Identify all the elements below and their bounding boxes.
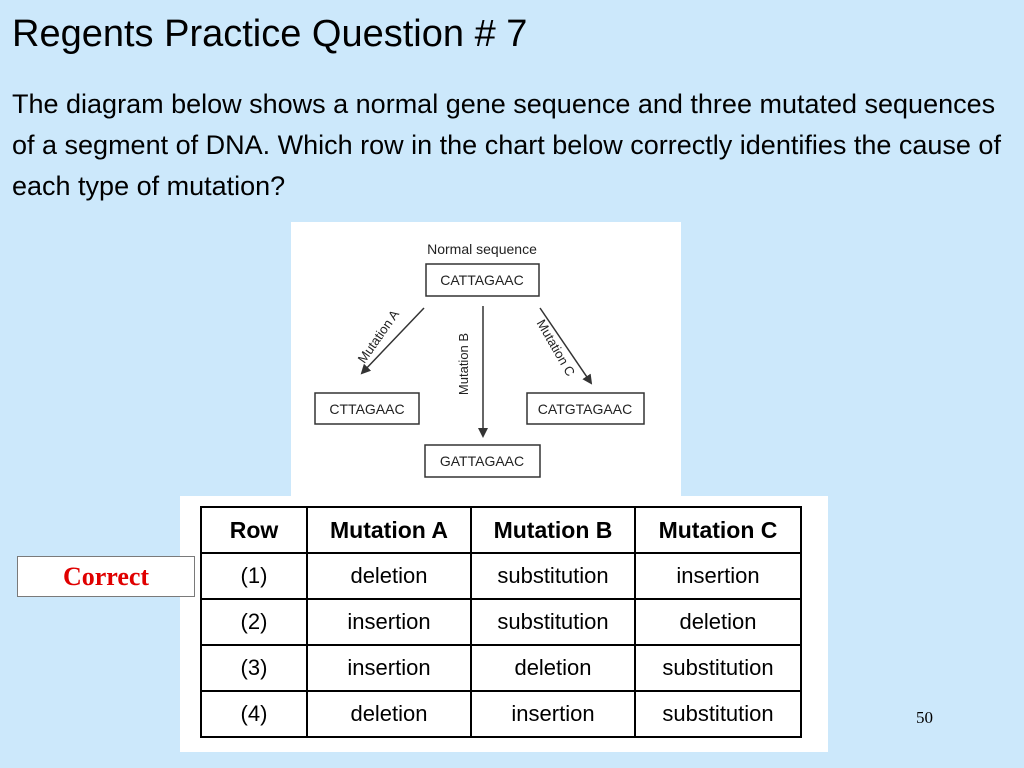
mutation-c-arrow	[539, 307, 593, 385]
mutation-c-cell: insertion	[634, 552, 802, 600]
mutation-b-result-box	[424, 444, 541, 478]
mutation-c-result-text: CATGTAGAAC	[538, 401, 632, 417]
row-number: (1)	[200, 552, 308, 600]
mutation-a-cell: deletion	[306, 690, 472, 738]
mutation-a-cell: deletion	[306, 552, 472, 600]
mutation-b-label: Mutation B	[456, 333, 471, 395]
row-number: (3)	[200, 644, 308, 692]
mutation-a-result-text: CTTAGAAC	[329, 401, 404, 417]
table-row: (1) deletion substitution insertion	[200, 552, 802, 600]
mutation-b-cell: insertion	[470, 690, 636, 738]
table-header-row: Row Mutation A Mutation B Mutation C	[200, 506, 802, 554]
mutation-a-cell: insertion	[306, 644, 472, 692]
answer-table: Row Mutation A Mutation B Mutation C (1)…	[200, 506, 802, 738]
header-mutation-c: Mutation C	[634, 506, 802, 554]
mutation-b-cell: deletion	[470, 644, 636, 692]
mutation-c-result-box	[526, 392, 645, 425]
question-text: The diagram below shows a normal gene se…	[12, 89, 1001, 201]
mutation-a-result-box	[314, 392, 420, 425]
mutation-c-cell: deletion	[634, 598, 802, 646]
mutation-c-label: Mutation C	[534, 317, 578, 379]
page-number: 50	[916, 708, 933, 727]
mutation-c-cell: substitution	[634, 690, 802, 738]
correct-label: Correct	[17, 556, 195, 597]
normal-sequence-box	[425, 263, 540, 297]
answer-table-panel: Row Mutation A Mutation B Mutation C (1)…	[180, 496, 828, 752]
row-number: (2)	[200, 598, 308, 646]
mutation-diagram: Normal sequence CATTAGAAC Mutation A Mut…	[291, 222, 681, 498]
header-row: Row	[200, 506, 308, 554]
normal-sequence-text: CATTAGAAC	[440, 272, 524, 288]
header-mutation-b: Mutation B	[470, 506, 636, 554]
table-row: (3) insertion deletion substitution	[200, 644, 802, 692]
mutation-b-cell: substitution	[470, 552, 636, 600]
mutation-b-cell: substitution	[470, 598, 636, 646]
row-number: (4)	[200, 690, 308, 738]
normal-sequence-heading: Normal sequence	[427, 241, 537, 257]
mutation-b-result-text: GATTAGAAC	[440, 453, 524, 469]
slide-title: Regents Practice Question # 7	[12, 13, 528, 55]
table-row: (4) deletion insertion substitution	[200, 690, 802, 738]
mutation-c-cell: substitution	[634, 644, 802, 692]
mutation-a-label: Mutation A	[355, 307, 403, 366]
table-row: (2) insertion substitution deletion	[200, 598, 802, 646]
header-mutation-a: Mutation A	[306, 506, 472, 554]
mutation-a-cell: insertion	[306, 598, 472, 646]
mutation-a-arrow	[360, 307, 425, 375]
